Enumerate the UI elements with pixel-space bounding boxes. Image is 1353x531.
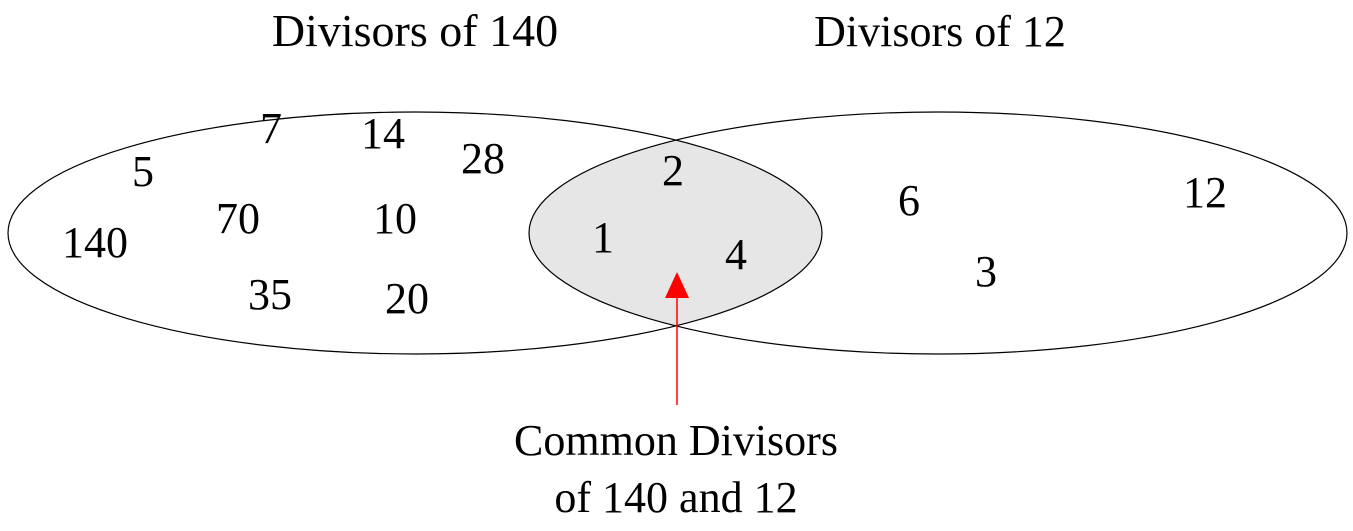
caption-line-1: Common Divisors — [514, 416, 838, 465]
set-element: 12 — [1183, 168, 1227, 217]
divisors-of-140-title: Divisors of 140 — [272, 5, 558, 56]
caption-line-2: of 140 and 12 — [554, 473, 797, 522]
set-element: 35 — [248, 270, 292, 319]
intersection-region — [529, 112, 822, 354]
set-element: 28 — [461, 134, 505, 183]
common-element: 1 — [592, 213, 614, 262]
set-element: 5 — [132, 147, 154, 196]
set-element: 3 — [975, 247, 997, 296]
set-element: 140 — [62, 218, 128, 267]
set-element: 20 — [385, 274, 429, 323]
divisors-of-140-ellipse — [7, 111, 823, 355]
set-element: 10 — [373, 194, 417, 243]
set-element: 14 — [361, 109, 405, 158]
common-element: 4 — [725, 230, 747, 279]
divisors-of-12-title: Divisors of 12 — [814, 7, 1066, 56]
set-element: 6 — [898, 176, 920, 225]
common-element: 2 — [662, 146, 684, 195]
set-element: 7 — [260, 104, 282, 153]
divisors-of-12-ellipse — [528, 111, 1348, 355]
arrow-head-icon — [665, 272, 689, 298]
set-element: 70 — [216, 194, 260, 243]
